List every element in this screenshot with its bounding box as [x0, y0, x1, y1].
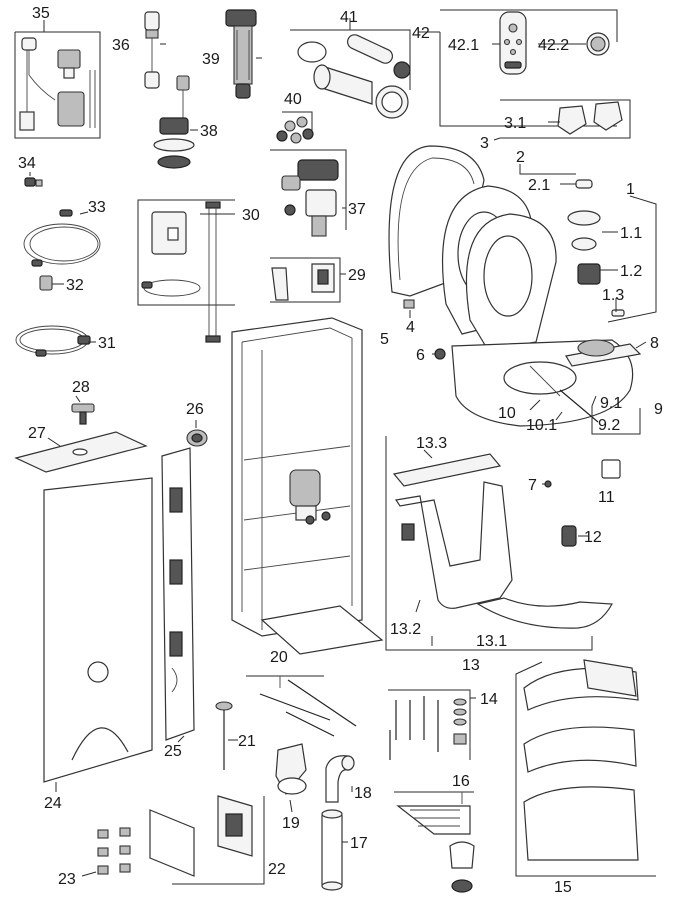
- part-30-control-module: [137, 199, 235, 343]
- label-37: 37: [348, 201, 366, 218]
- label-14: 14: [480, 691, 498, 708]
- part-29-brackets: [270, 257, 341, 303]
- part-36-flex-hose: [144, 11, 160, 89]
- installation-frame: [231, 317, 384, 655]
- part-14-screws-set: [388, 689, 471, 760]
- label-8: 8: [650, 335, 659, 352]
- label-39: 39: [202, 51, 220, 68]
- part-20-21-rods: [215, 675, 357, 770]
- part-26-cap: [186, 429, 208, 447]
- label-35: 35: [32, 5, 50, 22]
- label-9: 9: [654, 401, 663, 418]
- label-1-2: 1.2: [620, 263, 642, 280]
- part-40-nuts: [276, 111, 314, 144]
- part-19-18-17-pipes: [275, 743, 355, 891]
- part-16-drain-set: [394, 791, 475, 893]
- label-13: 13: [462, 657, 480, 674]
- part-22-23-brackets: [97, 795, 265, 885]
- label-29: 29: [348, 267, 366, 284]
- part-37-valve-unit: [270, 149, 347, 237]
- label-13-1: 13.1: [476, 633, 507, 650]
- label-28: 28: [72, 379, 90, 396]
- label-7: 7: [528, 477, 537, 494]
- part-labels: 35 36 39 38 41 42 42.1 42.2 3.1 3 2 2.1 …: [18, 5, 663, 896]
- label-16: 16: [452, 773, 470, 790]
- label-23: 23: [58, 871, 76, 888]
- part-7-11-12-small: [544, 459, 621, 547]
- part-34-33-32-31-cables: [15, 177, 101, 357]
- label-10: 10: [498, 405, 516, 422]
- part-35-tap-assembly: [14, 31, 101, 139]
- label-27: 27: [28, 425, 46, 442]
- label-38: 38: [200, 123, 218, 140]
- part-13-shell: [385, 436, 613, 651]
- label-40: 40: [284, 91, 302, 108]
- label-4: 4: [406, 319, 415, 336]
- part-15-side-covers: [515, 659, 656, 877]
- label-42-1: 42.1: [448, 37, 479, 54]
- label-1-3: 1.3: [602, 287, 624, 304]
- label-36: 36: [112, 37, 130, 54]
- label-9-2: 9.2: [598, 417, 620, 434]
- label-34: 34: [18, 155, 36, 172]
- label-6: 6: [416, 347, 425, 364]
- label-31: 31: [98, 335, 116, 352]
- label-12: 12: [584, 529, 602, 546]
- label-2-1: 2.1: [528, 177, 550, 194]
- label-2: 2: [516, 149, 525, 166]
- label-41: 41: [340, 9, 358, 26]
- label-24: 24: [44, 795, 62, 812]
- label-5: 5: [380, 331, 389, 348]
- label-21: 21: [238, 733, 256, 750]
- part-lid-and-seat: [388, 145, 557, 351]
- part-28-27-24-front-panel: [14, 403, 153, 783]
- label-20: 20: [270, 649, 288, 666]
- label-3-1: 3.1: [504, 115, 526, 132]
- label-1: 1: [626, 181, 635, 198]
- part-25-side-panel: [161, 447, 195, 741]
- part-toilet-bowl-body: [434, 339, 642, 427]
- part-39-fill-valve: [225, 9, 257, 99]
- label-18: 18: [354, 785, 372, 802]
- label-42: 42: [412, 25, 430, 42]
- label-1-1: 1.1: [620, 225, 642, 242]
- label-17: 17: [350, 835, 368, 852]
- part-2-1-1-1-1-2-1-3-small-parts: [567, 179, 625, 317]
- label-13-2: 13.2: [390, 621, 421, 638]
- label-10-1: 10.1: [526, 417, 557, 434]
- part-3-seat-hinges: [500, 99, 631, 139]
- label-3: 3: [480, 135, 489, 152]
- label-25: 25: [164, 743, 182, 760]
- part-38-flush-valve: [153, 75, 195, 169]
- label-33: 33: [88, 199, 106, 216]
- label-9-1: 9.1: [600, 395, 622, 412]
- label-22: 22: [268, 861, 286, 878]
- leader-lines: [29, 20, 657, 877]
- label-30: 30: [242, 207, 260, 224]
- label-42-2: 42.2: [538, 37, 569, 54]
- label-26: 26: [186, 401, 204, 418]
- label-13-3: 13.3: [416, 435, 447, 452]
- part-42-remote: [439, 9, 618, 127]
- label-32: 32: [66, 277, 84, 294]
- label-19: 19: [282, 815, 300, 832]
- label-11: 11: [598, 489, 615, 506]
- part-41-pipe-set: [290, 18, 411, 119]
- label-15: 15: [554, 879, 572, 896]
